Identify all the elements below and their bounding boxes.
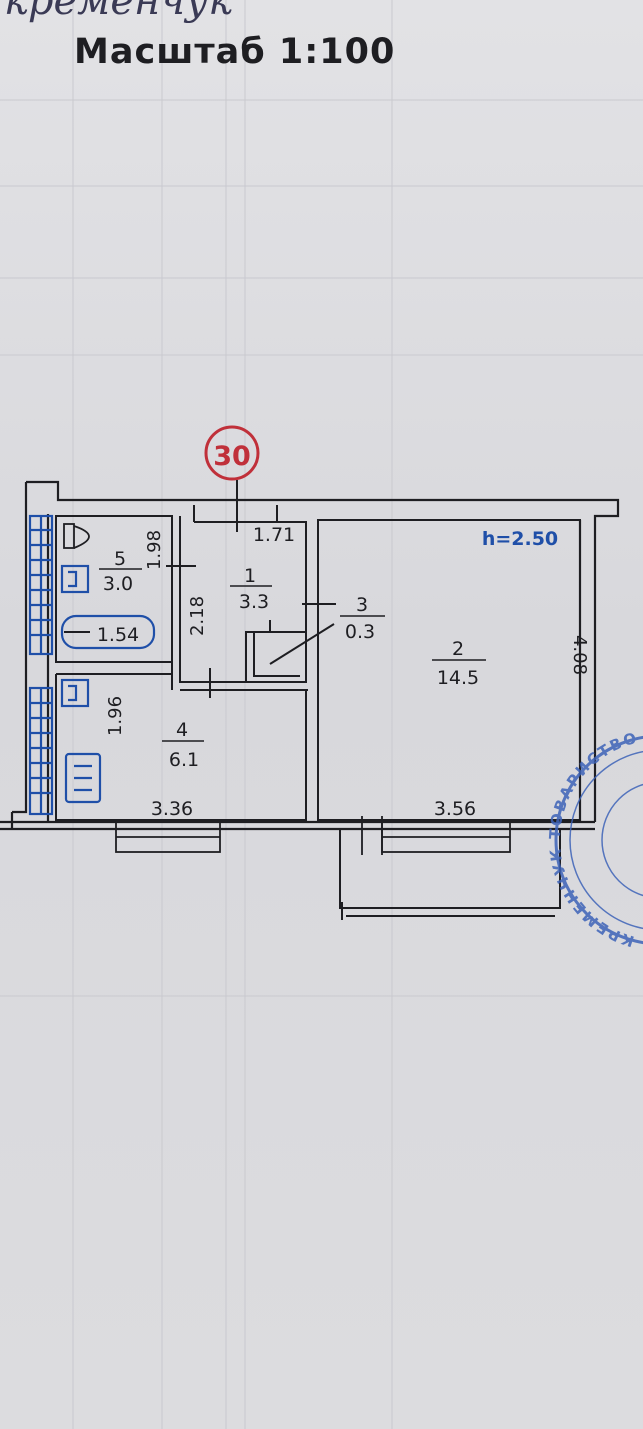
room-2-label: 2 14.5 [432,638,486,689]
kitchen-height-dimension: 1.96 [105,696,126,736]
room-width-dimension: 3.56 [434,798,476,820]
svg-text:4: 4 [176,719,188,741]
toilet-icon [63,523,90,549]
room-5-walls [55,515,173,663]
stamp-text: КРЕМЕНЧУК ТОВАРИСТВО [546,728,640,950]
sink-icon [60,564,90,594]
corridor-height-dimension: 2.18 [187,596,208,636]
bathtub-icon [60,614,156,650]
ceiling-height-label: h=2.50 [482,528,558,550]
balcony [339,829,561,920]
official-stamp: КРЕМЕНЧУК ТОВАРИСТВО [546,728,643,950]
room-4-label: 4 6.1 [162,719,204,771]
svg-text:14.5: 14.5 [437,667,479,689]
svg-text:1: 1 [244,565,256,587]
svg-text:3.3: 3.3 [239,591,269,613]
svg-text:6.1: 6.1 [169,749,199,771]
room-5-label: 5 3.0 [99,548,142,595]
bathtub-length-dimension: 1.54 [97,624,139,646]
apartment-number: 30 [213,441,251,472]
svg-text:5: 5 [114,548,126,570]
room-1-label: 1 3.3 [230,565,272,613]
windows [115,816,511,855]
svg-text:3.0: 3.0 [103,573,133,595]
room-height-dimension: 4.08 [569,635,590,675]
room-3-label: 3 0.3 [340,594,385,643]
bathroom-fixtures [28,514,156,816]
handwritten-city: кременчук [4,0,232,24]
corridor-width-dimension: 1.71 [253,524,295,546]
svg-text:2: 2 [452,638,464,660]
kitchen-sink-icon [60,678,90,708]
kitchen-width-dimension: 3.36 [151,798,193,820]
room-2-walls [317,519,581,821]
svg-text:3: 3 [356,594,368,616]
svg-text:0.3: 0.3 [345,621,375,643]
scale-title: Масштаб 1:100 [74,32,396,72]
apartment-number-marker: 30 [204,425,260,532]
stove-icon [64,752,102,804]
bath-height-dimension: 1.98 [144,530,165,570]
room-4-walls [55,673,307,821]
room-3-walls [245,620,335,683]
dimension-ticks [64,565,336,698]
